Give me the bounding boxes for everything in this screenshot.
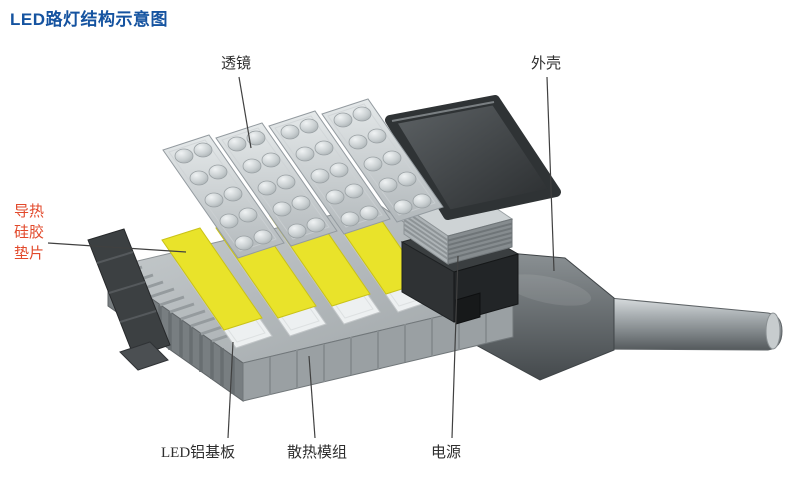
label-cooling-module: 散热模组 bbox=[287, 445, 348, 461]
leader-thermal-pad bbox=[47, 242, 187, 253]
label-led-board: LED铝基板 bbox=[161, 445, 236, 461]
housing-panel bbox=[385, 95, 561, 220]
bracket-clip bbox=[119, 341, 169, 371]
label-thermal-pad-line1: 导热 bbox=[14, 204, 45, 220]
leader-lines bbox=[47, 76, 555, 439]
heat-sink-front-ribs bbox=[269, 305, 487, 395]
leader-housing bbox=[546, 76, 555, 272]
label-thermal-pad-line3: 垫片 bbox=[14, 246, 45, 262]
arm-end-cap bbox=[765, 312, 781, 350]
leader-led-board bbox=[227, 341, 234, 439]
label-lens: 透镜 bbox=[221, 56, 252, 72]
leader-power bbox=[451, 255, 459, 439]
leader-cooling-module bbox=[308, 355, 316, 439]
label-thermal-pad: 导热 硅胶 垫片 bbox=[14, 202, 44, 265]
leader-lens bbox=[238, 76, 252, 149]
label-power: 电源 bbox=[431, 445, 462, 461]
label-thermal-pad-line2: 硅胶 bbox=[14, 225, 45, 241]
label-housing: 外壳 bbox=[531, 56, 562, 72]
page-title: LED路灯结构示意图 bbox=[10, 10, 168, 29]
end-bracket bbox=[87, 228, 171, 371]
